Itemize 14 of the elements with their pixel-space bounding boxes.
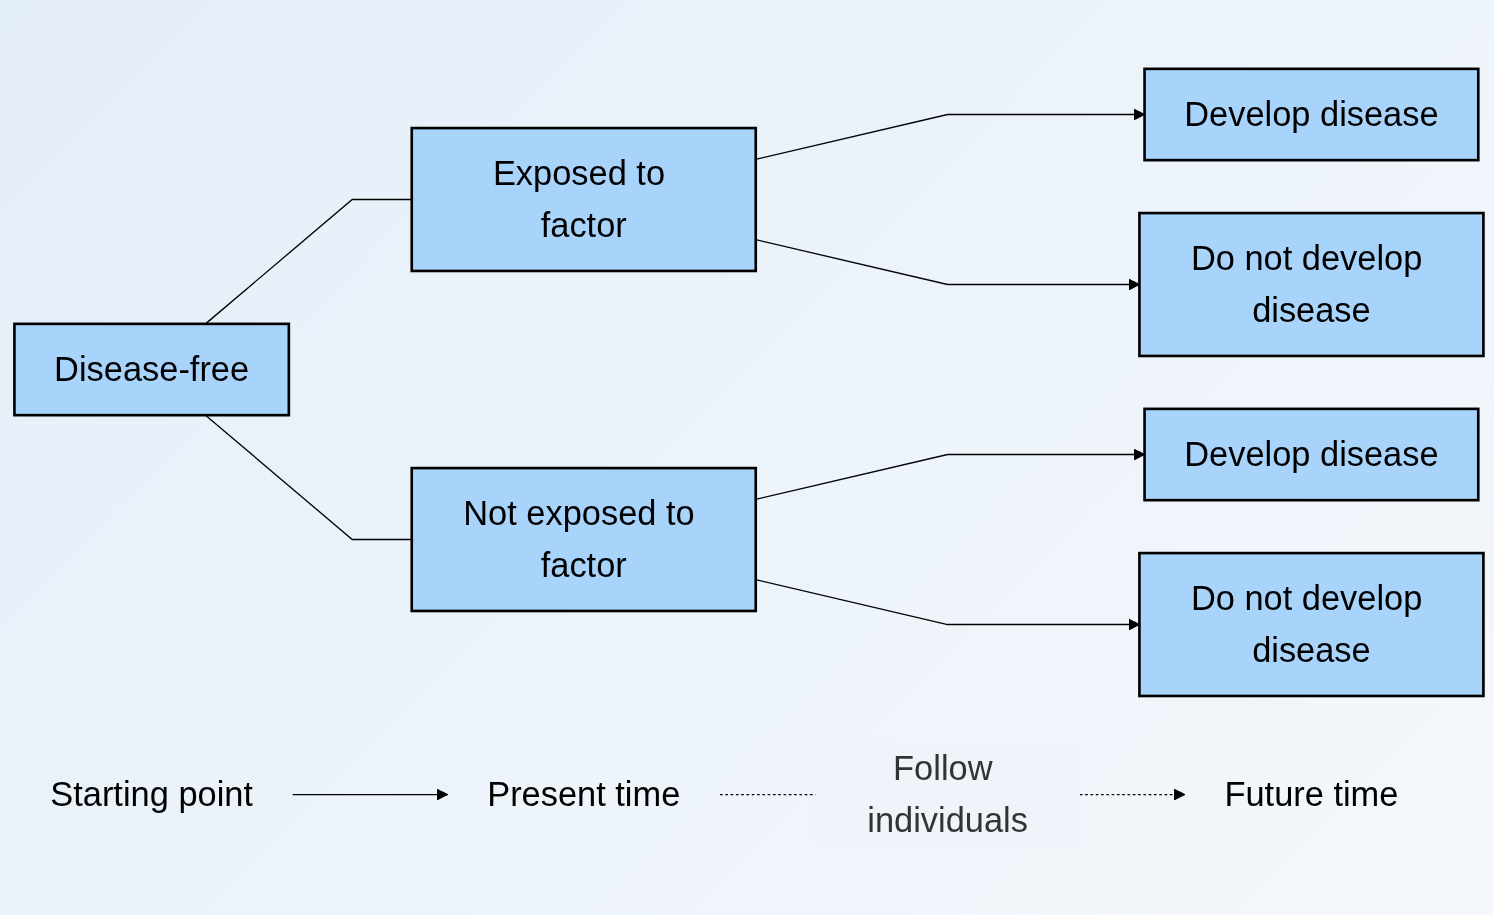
node-box: Develop disease [1143, 67, 1480, 162]
node-box: Develop disease [1143, 407, 1480, 502]
node-box: Do not develop disease [1138, 211, 1485, 358]
node-box: Exposed to factor [410, 126, 758, 273]
node-box: Do not develop disease [1138, 551, 1485, 698]
arrow [755, 239, 1140, 291]
arrow [755, 579, 1140, 631]
node-text: Present time [487, 774, 681, 814]
node-text: Starting point [50, 774, 253, 814]
node-text: Future time [1224, 774, 1399, 814]
node-box: Not exposed to factor [410, 466, 758, 613]
node-box: Disease-free [13, 322, 291, 417]
arrow [292, 788, 449, 801]
edge-label: Follow individuals [867, 748, 1028, 840]
